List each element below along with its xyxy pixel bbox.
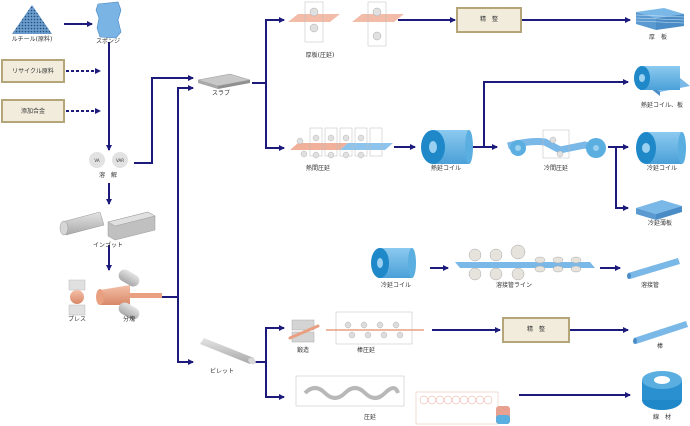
cold-coil-2-icon [371,248,416,278]
thick-plate-icon [635,8,685,30]
label-billet: ビレット [209,368,235,375]
forge-icon [288,319,320,343]
label-cold-coil: 冷延コイル [646,165,678,172]
arrow-slab-plate [265,17,285,83]
label-sponge: スポンジ [95,38,121,45]
label-cold-coil-2: 冷延コイル [380,282,412,289]
cold-sheet-icon [636,200,682,220]
hot-coil-plate-icon [634,66,690,96]
label-bar-rolling: 棒圧延 [356,347,376,354]
hot-coil-icon [421,130,473,164]
press-icon [68,279,86,316]
label-wire: 線 材 [652,414,672,421]
label-slab: スラブ [211,90,231,97]
bar-icon [633,321,688,344]
arrow-billet-forge [265,325,285,362]
alloy-box [1,99,65,123]
billet-icon [200,338,256,365]
forging-icon [96,269,162,320]
bar-rolling-icon [326,311,424,345]
arrow-to-slab [177,85,194,297]
label-ingot: インゴット [92,242,124,249]
recycle-box [1,59,65,83]
label-press: プレス [67,316,87,323]
wire-coil-icon [642,371,682,410]
arrow-slab-hot [265,83,285,151]
plate-rolling-icon [288,1,404,47]
rutile-icon [12,5,52,34]
label-cold-sheet: 冷延薄板 [647,220,673,227]
hot-rolling-icon [290,127,393,159]
welded-pipe-icon [627,258,680,279]
label-finishing-2: 精 整 [526,326,546,333]
ingot-icon [59,211,156,241]
arrow-cold-sheet [615,147,629,211]
var-furnace-icon [112,152,128,168]
label-recycle: リサイクル原料 [12,68,54,75]
arrow-to-billet [177,297,194,365]
sponge-icon [95,1,122,39]
wire-rolling-icon [295,375,510,425]
label-wire-rolling: 圧延 [363,414,377,421]
weld-pipe-line-icon [455,244,595,281]
label-melting: 溶 解 [98,172,118,179]
cold-rolling-icon [507,129,606,159]
label-rutile: ルチール(原料) [11,36,53,43]
label-plate-rolling: 厚板(圧延) [305,52,335,59]
label-hot-coil: 熱延コイル [430,165,462,172]
connectors [64,17,631,400]
label-var: VAR [116,158,124,163]
slab-icon [197,73,251,89]
va-furnace-icon [89,152,105,168]
label-weld-pipe-line: 溶接管ライン [495,282,533,289]
arrow-melting-slab [134,75,194,164]
label-forging: 分塊 [122,316,136,323]
label-thick-plate: 厚 板 [648,34,668,41]
arrow-coil-hotplate [483,79,629,147]
label-finishing-1: 精 整 [479,16,499,23]
label-bar: 棒 [656,343,664,350]
label-forge: 鍛造 [296,347,310,354]
label-weld-pipe: 溶接管 [640,282,660,289]
label-hot-rolling: 熱間圧延 [305,165,331,172]
label-alloy: 添加合金 [20,108,46,115]
finishing-box-1 [456,7,522,33]
label-va: VA [94,158,100,163]
arrow-billet-wire [265,362,285,400]
cold-coil-icon [636,132,686,164]
label-cold-rolling: 冷間圧延 [543,165,569,172]
label-hot-coil-plate: 熱延コイル、板 [640,102,684,109]
finishing-box-2 [502,317,570,343]
